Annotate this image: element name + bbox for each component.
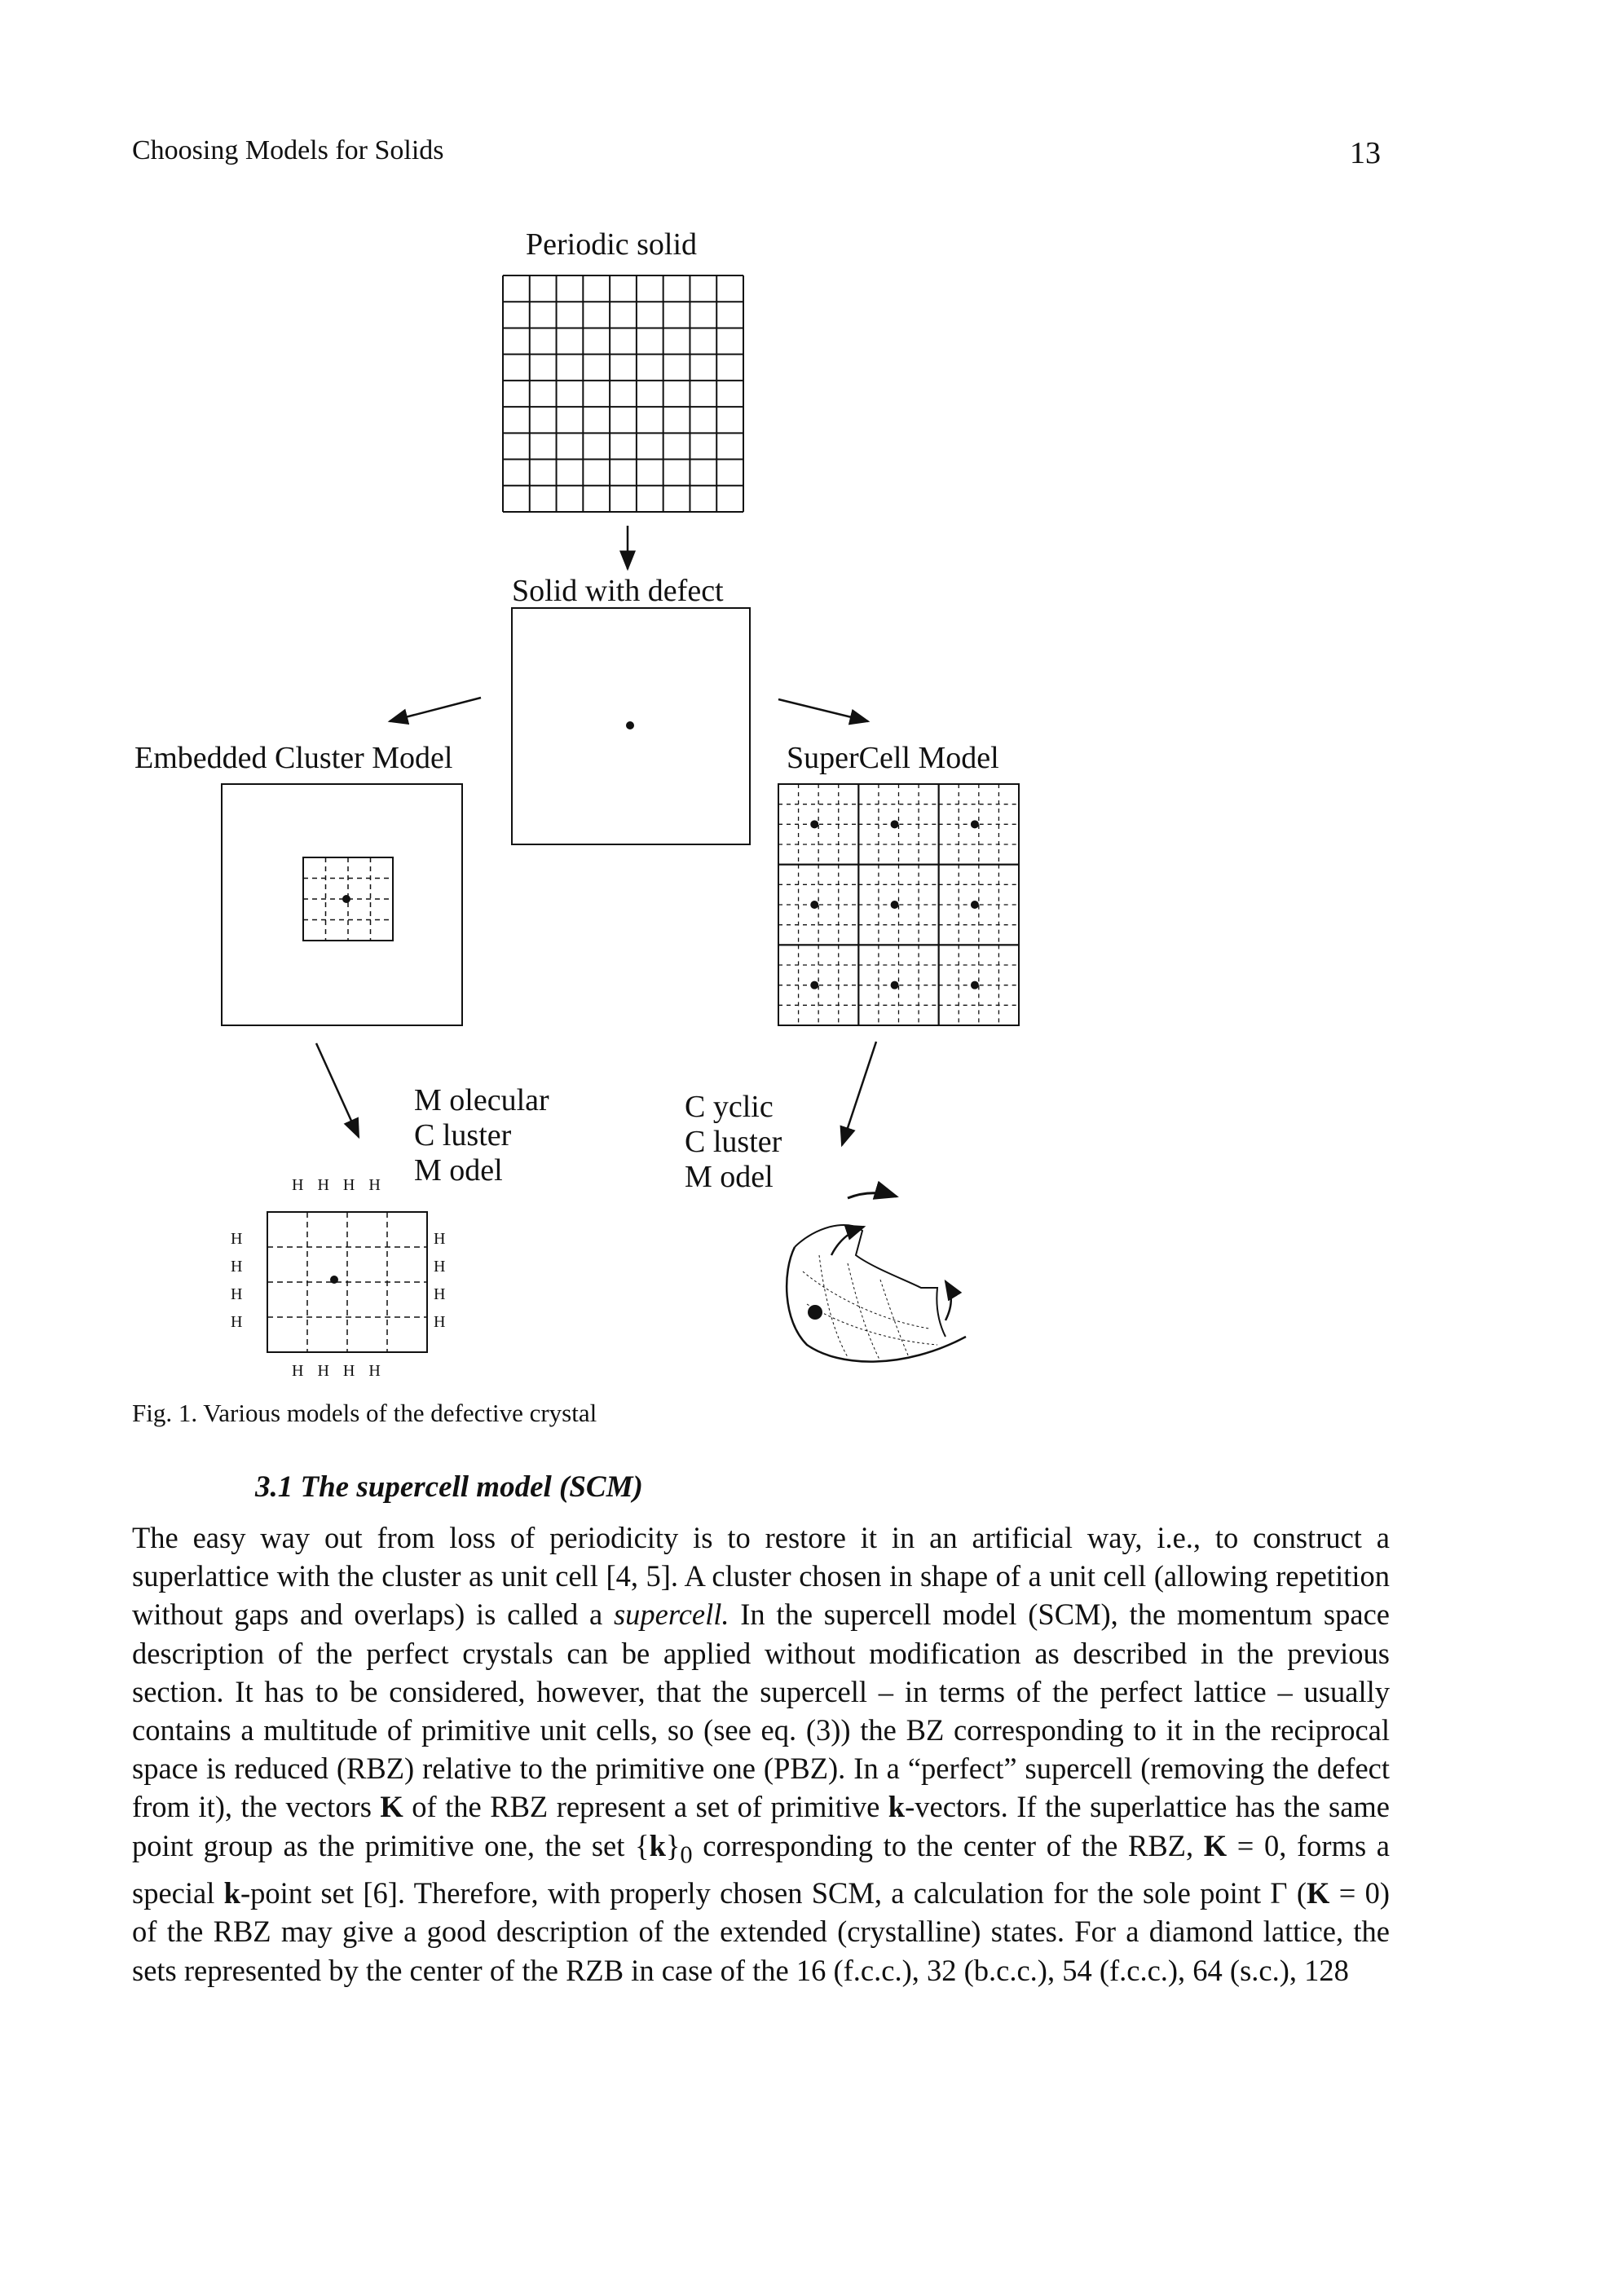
- arrow-to-cyclic-cluster: [840, 1041, 878, 1148]
- figure-caption: Fig. 1. Various models of the defective …: [132, 1399, 597, 1427]
- cyclic-cluster-label-2: C luster: [685, 1125, 782, 1159]
- supercell-defect-dot: [970, 820, 979, 829]
- embedded-cluster-label: Embedded Cluster Model: [134, 741, 452, 775]
- molecular-cluster-label-1: M olecular: [414, 1083, 549, 1117]
- figure-models-diagram: Periodic solid Solid with defect Embedde…: [134, 227, 1020, 1380]
- embedded-defect-dot: [342, 895, 350, 903]
- arrow-to-molecular-cluster: [315, 1042, 360, 1139]
- cyclic-defect-dot: [808, 1305, 822, 1320]
- periodic-solid-grid: [502, 275, 744, 513]
- arrow-to-supercell: [778, 698, 871, 725]
- supercell-defect-dot: [970, 981, 979, 989]
- molecular-defect-dot: [330, 1276, 338, 1284]
- embedded-cluster-box: [221, 783, 463, 1026]
- h-atom-left-1: H: [231, 1230, 242, 1248]
- defect-dot: [626, 721, 634, 729]
- supercell-grid: [778, 783, 1020, 1027]
- h-atom-right-2: H: [434, 1258, 445, 1276]
- supercell-defect-dot: [810, 901, 819, 909]
- solid-with-defect-box: [511, 607, 751, 845]
- h-atom-right-1: H: [434, 1230, 445, 1248]
- supercell-defect-dot: [890, 820, 899, 829]
- supercell-defect-dot: [810, 981, 819, 989]
- h-atom-left-2: H: [231, 1258, 242, 1276]
- supercell-defect-dot: [810, 820, 819, 829]
- h-atoms-bottom: H H H H: [292, 1362, 386, 1380]
- supercell-defect-dot: [890, 901, 899, 909]
- page-number: 13: [1350, 136, 1381, 170]
- running-title: Choosing Models for Solids: [132, 135, 444, 165]
- molecular-cluster-inner-grid: [267, 1212, 427, 1352]
- h-atom-left-3: H: [231, 1285, 242, 1303]
- arrow-to-embedded-cluster: [387, 696, 482, 725]
- molecular-cluster-label-3: M odel: [414, 1153, 503, 1188]
- cyclic-cluster-label-3: M odel: [685, 1160, 774, 1194]
- cyclic-cluster-sheet: [785, 1180, 967, 1363]
- h-atom-left-4: H: [231, 1313, 242, 1331]
- h-atoms-top: H H H H: [292, 1176, 386, 1194]
- h-atom-right-3: H: [434, 1285, 445, 1303]
- body-paragraph: The easy way out from loss of periodicit…: [132, 1521, 1390, 1987]
- supercell-defect-dot: [890, 981, 899, 989]
- molecular-cluster-label-2: C luster: [414, 1118, 512, 1152]
- periodic-solid-label: Periodic solid: [526, 227, 697, 262]
- h-atom-right-4: H: [434, 1313, 445, 1331]
- solid-with-defect-label: Solid with defect: [512, 574, 724, 608]
- section-heading: 3.1 The supercell model (SCM): [255, 1470, 643, 1504]
- supercell-defect-dot: [970, 901, 979, 909]
- cyclic-cluster-label-1: C yclic: [685, 1090, 774, 1124]
- supercell-label: SuperCell Model: [787, 741, 999, 775]
